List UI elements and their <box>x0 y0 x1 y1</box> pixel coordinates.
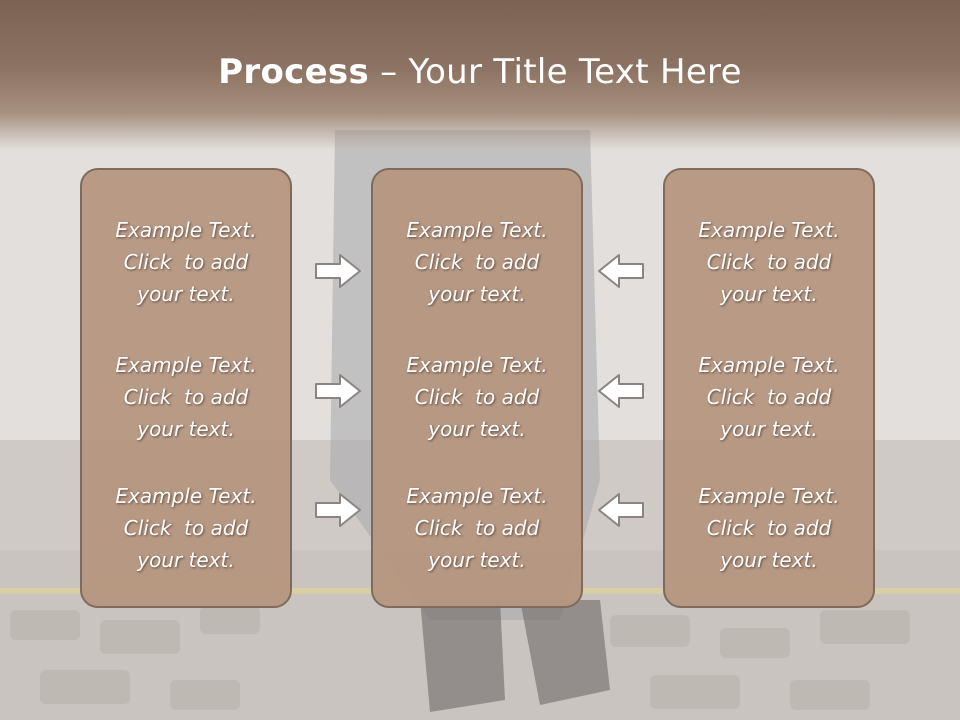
arrow-left-icon <box>598 374 644 408</box>
left-panel: Example Text. Click to add your text. Ex… <box>80 168 292 608</box>
arrow-right-icon <box>315 374 361 408</box>
title-text: Your Title Text Here <box>408 52 742 92</box>
text-line: Click to add <box>414 385 540 409</box>
text-line: your text. <box>428 417 526 441</box>
middle-text-box-2[interactable]: Example Text. Click to add your text. <box>373 349 581 445</box>
text-line: Click to add <box>706 385 832 409</box>
text-line: Click to add <box>123 385 249 409</box>
arrow-right-icon <box>315 493 361 527</box>
right-text-box-2[interactable]: Example Text. Click to add your text. <box>665 349 873 445</box>
text-line: Example Text. <box>115 484 257 508</box>
text-line: your text. <box>137 417 235 441</box>
text-line: Example Text. <box>406 218 548 242</box>
left-text-box-1[interactable]: Example Text. Click to add your text. <box>82 214 290 310</box>
text-line: Example Text. <box>406 353 548 377</box>
arrow-left-icon <box>598 254 644 288</box>
right-text-box-1[interactable]: Example Text. Click to add your text. <box>665 214 873 310</box>
text-line: Example Text. <box>698 218 840 242</box>
text-line: Example Text. <box>115 353 257 377</box>
text-line: your text. <box>137 282 235 306</box>
title-bold: Process <box>218 52 370 92</box>
right-panel: Example Text. Click to add your text. Ex… <box>663 168 875 608</box>
text-line: your text. <box>428 282 526 306</box>
text-line: your text. <box>428 548 526 572</box>
text-line: your text. <box>720 417 818 441</box>
text-line: Click to add <box>123 250 249 274</box>
text-line: Click to add <box>706 516 832 540</box>
title-separator: – <box>369 52 409 92</box>
middle-panel: Example Text. Click to add your text. Ex… <box>371 168 583 608</box>
slide-title[interactable]: Process – Your Title Text Here <box>0 52 960 92</box>
left-text-box-2[interactable]: Example Text. Click to add your text. <box>82 349 290 445</box>
right-text-box-3[interactable]: Example Text. Click to add your text. <box>665 480 873 576</box>
text-line: your text. <box>137 548 235 572</box>
text-line: Example Text. <box>406 484 548 508</box>
text-line: Example Text. <box>698 353 840 377</box>
text-line: Click to add <box>123 516 249 540</box>
left-text-box-3[interactable]: Example Text. Click to add your text. <box>82 480 290 576</box>
header-band <box>0 0 960 150</box>
arrow-left-icon <box>598 493 644 527</box>
arrow-right-icon <box>315 254 361 288</box>
middle-text-box-1[interactable]: Example Text. Click to add your text. <box>373 214 581 310</box>
text-line: Click to add <box>706 250 832 274</box>
text-line: Example Text. <box>698 484 840 508</box>
text-line: your text. <box>720 282 818 306</box>
text-line: Click to add <box>414 516 540 540</box>
text-line: Example Text. <box>115 218 257 242</box>
text-line: Click to add <box>414 250 540 274</box>
text-line: your text. <box>720 548 818 572</box>
middle-text-box-3[interactable]: Example Text. Click to add your text. <box>373 480 581 576</box>
